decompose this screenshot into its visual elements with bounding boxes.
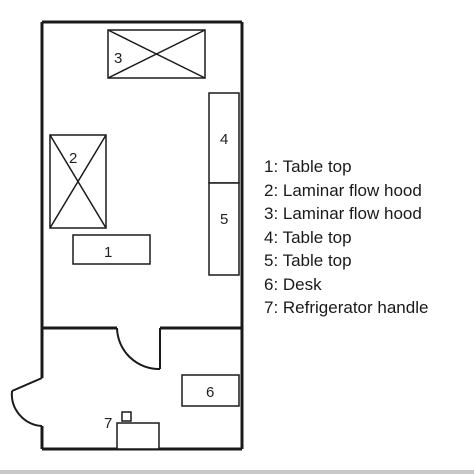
legend-item: 7: Refrigerator handle: [264, 298, 429, 317]
interior-door-swing: [116, 327, 161, 371]
table-top-5: [208, 182, 240, 276]
legend-item: 4: Table top: [264, 227, 352, 247]
legend-item: 6: Desk: [264, 274, 322, 294]
label-5: 5: [220, 211, 228, 228]
label-4: 4: [220, 131, 228, 148]
legend-item: 1: Table top: [264, 157, 352, 176]
legend: 1: Table top 2: Laminar flow hood 3: Lam…: [264, 155, 428, 320]
entrance-door-leaf: [11, 377, 43, 392]
label-1: 1: [104, 244, 112, 261]
hood-2-diagonal: [49, 134, 107, 229]
legend-item: 3: Laminar flow hood: [264, 204, 422, 223]
entrance-door-swing: [10, 390, 43, 427]
table-top-4: [208, 92, 240, 184]
refrigerator-handle-7: [121, 411, 132, 422]
desk-6: [181, 374, 240, 407]
label-2: 2: [69, 150, 77, 167]
legend-item: 2: Laminar flow hood: [264, 180, 422, 200]
table-top-1: [72, 234, 151, 265]
hood-3-diagonal: [107, 29, 206, 79]
label-3: 3: [114, 50, 122, 67]
bottom-divider: [0, 470, 474, 474]
refrigerator: [116, 422, 160, 450]
legend-item: 5: Table top: [264, 251, 352, 270]
label-6: 6: [206, 384, 214, 401]
label-7: 7: [104, 415, 112, 432]
